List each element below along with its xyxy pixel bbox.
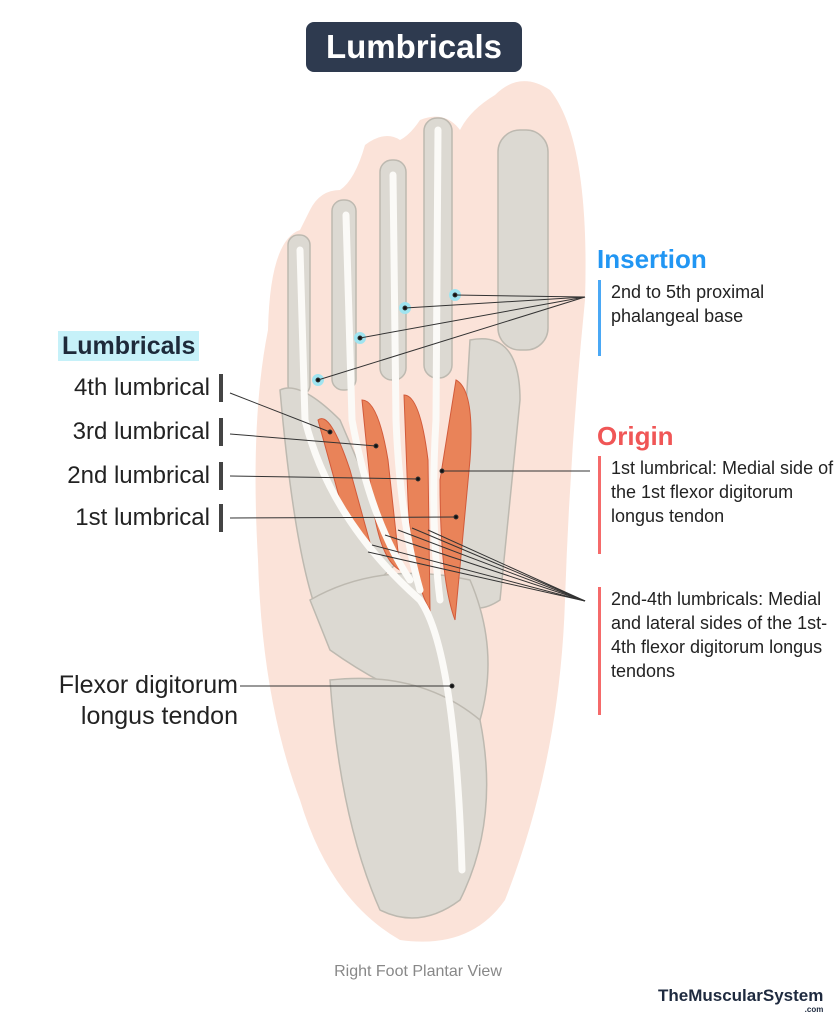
page-title: Lumbricals xyxy=(306,22,522,72)
tendon-label: Flexor digitorum longus tendon xyxy=(10,670,238,732)
caption: Right Foot Plantar View xyxy=(334,963,502,980)
origin-first-text: 1st lumbrical: Medial side of the 1st fl… xyxy=(598,456,836,554)
label-1st-lumbrical: 1st lumbrical xyxy=(75,504,210,531)
flexor-tendons xyxy=(296,126,466,874)
insertion-text: 2nd to 5th proximal phalangeal base xyxy=(598,280,836,356)
label-bar xyxy=(219,418,223,446)
label-bar xyxy=(219,462,223,490)
tendon-label-line2: longus tendon xyxy=(80,702,238,730)
label-bar xyxy=(219,504,223,532)
label-bar xyxy=(219,374,223,402)
tendon-label-line1: Flexor digitorum xyxy=(58,671,238,699)
logo: TheMuscularSystem.com xyxy=(658,986,823,1015)
logo-suffix: .com xyxy=(804,1005,824,1014)
origin-rest-text: 2nd-4th lumbricals: Medial and lateral s… xyxy=(598,587,836,715)
label-4th-lumbrical: 4th lumbrical xyxy=(73,374,210,401)
logo-name: TheMuscularSystem xyxy=(658,986,824,1005)
insertion-heading: Insertion xyxy=(597,244,707,274)
label-3rd-lumbrical: 3rd lumbrical xyxy=(72,418,210,445)
label-2nd-lumbrical: 2nd lumbrical xyxy=(67,462,210,489)
lumbricals-heading: Lumbricals xyxy=(58,331,200,361)
origin-heading: Origin xyxy=(597,421,674,451)
leader-lines xyxy=(229,292,590,689)
